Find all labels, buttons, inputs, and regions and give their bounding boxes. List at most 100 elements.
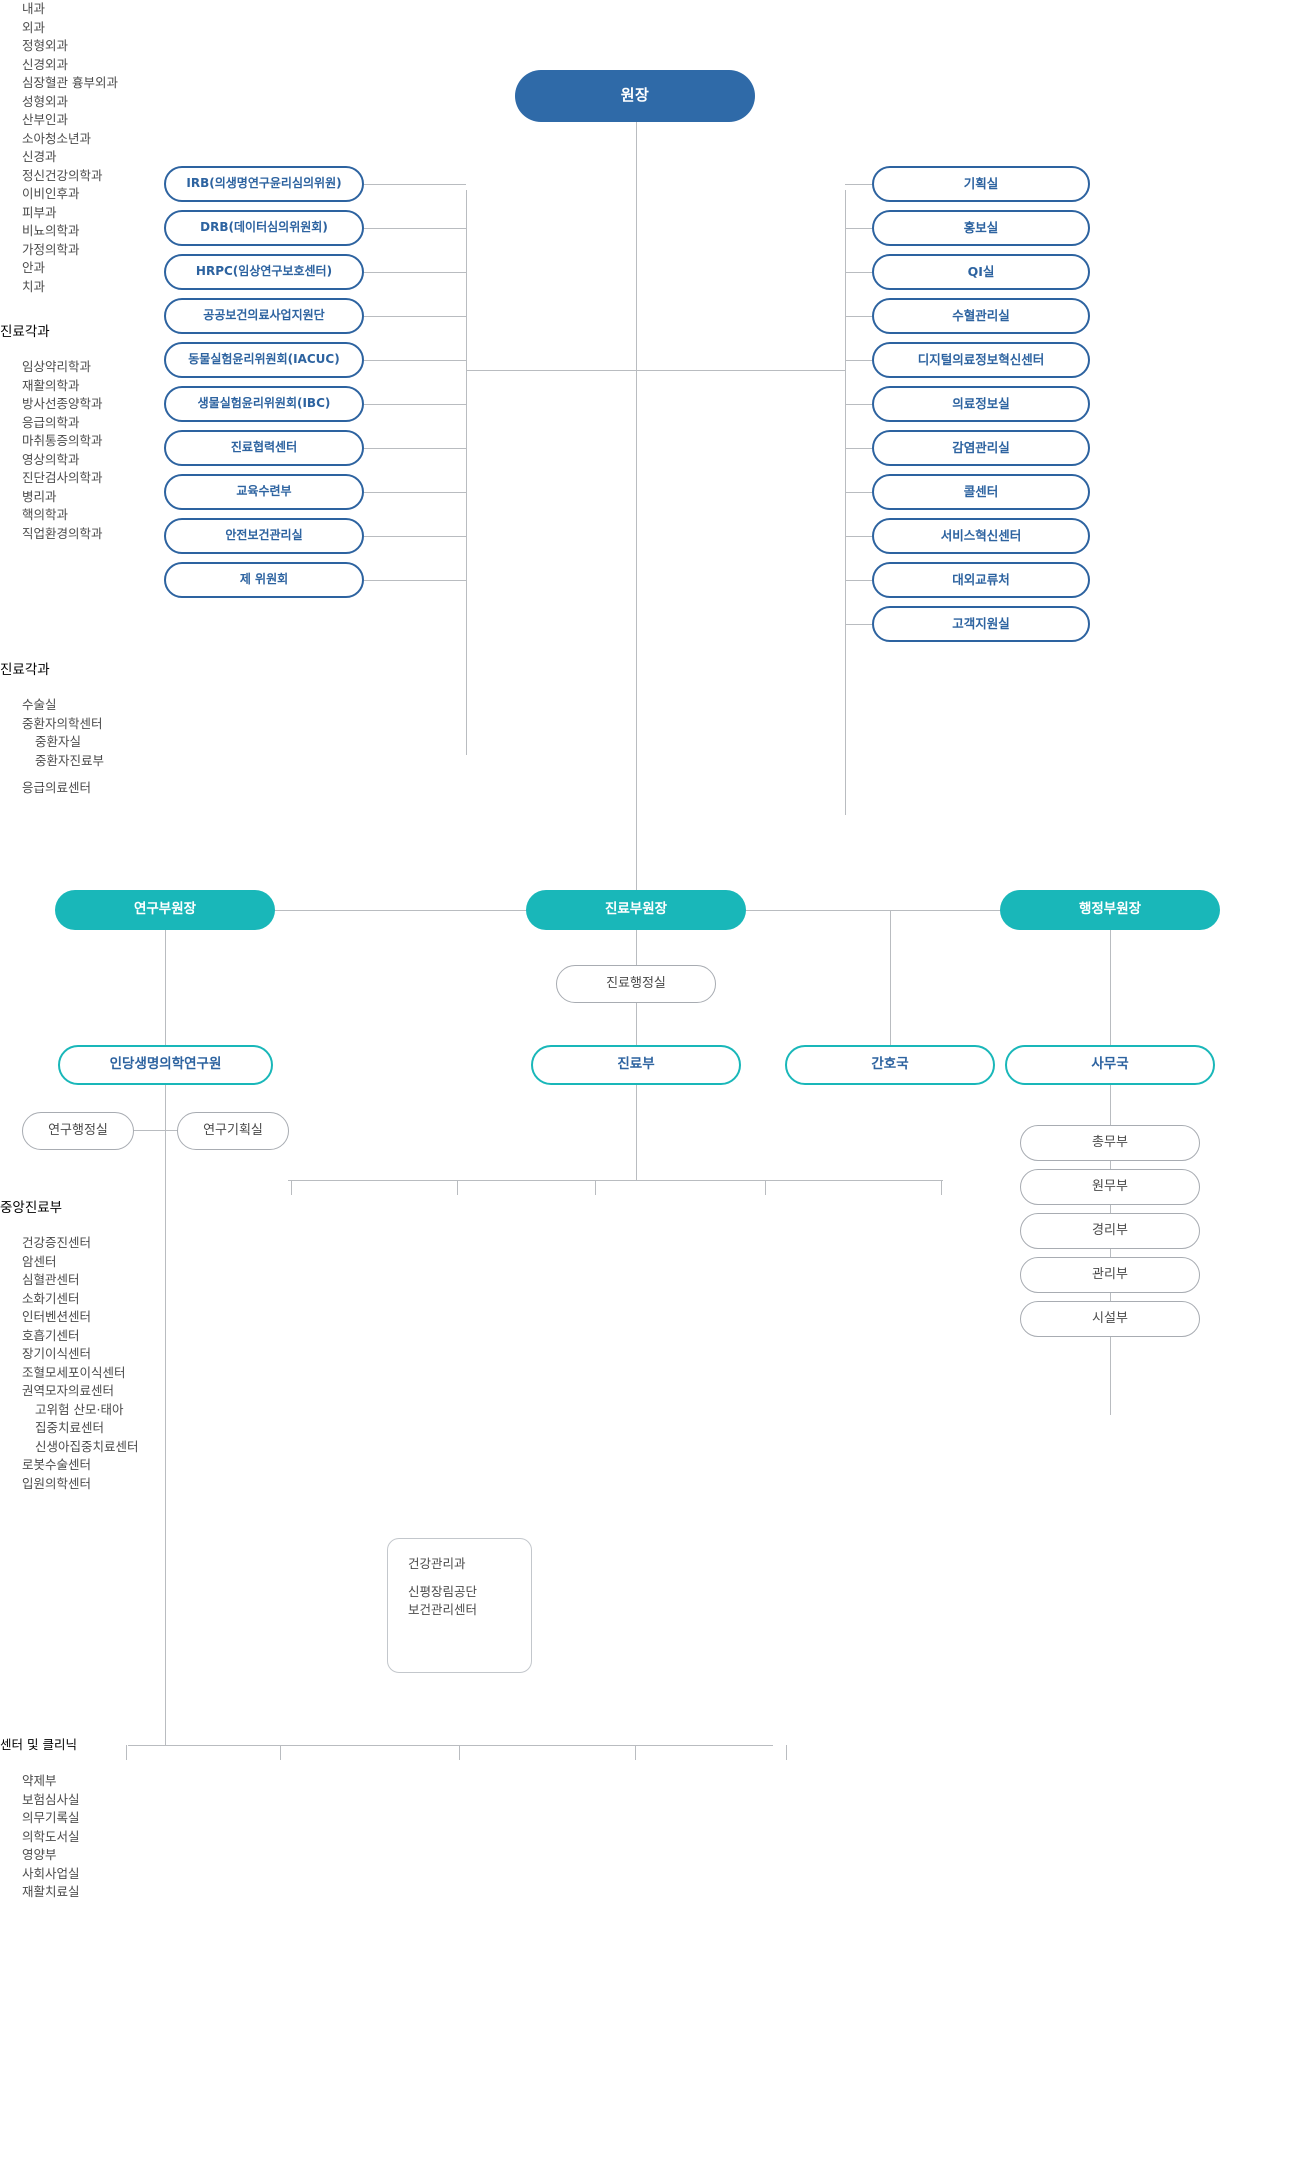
medical-panel-list-item[interactable]: 외과 [22, 19, 46, 35]
node-medical-admin-office[interactable]: 진료행정실 [556, 965, 716, 1003]
office-node-9[interactable]: 서비스혁신센터 [872, 518, 1090, 554]
node-research-vice-director[interactable]: 연구부원장 [55, 890, 275, 930]
medical-panel-list-item[interactable]: 건강증진센터 [22, 1235, 92, 1250]
health-panel-list-item[interactable]: 보건관리센터 [408, 1602, 478, 1617]
medical-panel-list-item[interactable]: 입원의학센터 [22, 1475, 92, 1491]
health-panel-list-item[interactable]: 신평장림공단 [408, 1583, 478, 1599]
medical-panel-list-item[interactable]: 사회사업실 [22, 1865, 80, 1881]
medical-panel-list-item[interactable]: 집중치료센터 [35, 1420, 105, 1435]
medical-panel-list-item[interactable]: 보험심사실 [22, 1791, 80, 1807]
medical-panel-list-item[interactable]: 신경과 [22, 149, 57, 164]
node-research-admin-office[interactable]: 연구행정실 [22, 1112, 134, 1150]
committee-node-10[interactable]: 제 위원회 [164, 562, 364, 598]
node-medical-department[interactable]: 진료부 [531, 1045, 741, 1085]
medical-panel-list-item[interactable]: 호흡기센터 [22, 1327, 80, 1343]
committee-node-6[interactable]: 생물실험윤리위원회(IBC) [164, 386, 364, 422]
medical-panel-list-item[interactable]: 소아청소년과 [22, 130, 92, 146]
medical-panel-list-item[interactable]: 직업환경의학과 [22, 525, 103, 541]
medical-panel-list-item[interactable]: 암센터 [22, 1253, 57, 1269]
connector-medical-admin-down [636, 1003, 637, 1045]
health-panel-list-item[interactable]: 건강관리과 [408, 1556, 466, 1571]
medical-panel-list-item[interactable]: 신생아집중치료센터 [35, 1438, 139, 1454]
medical-panel-list-item[interactable]: 가정의학과 [22, 241, 80, 257]
committee-node-7[interactable]: 진료협력센터 [164, 430, 364, 466]
medical-panel-list-item[interactable]: 로봇수술센터 [22, 1457, 92, 1472]
medical-panel-list-item[interactable]: 비뇨의학과 [22, 223, 80, 238]
research-institute-label: 인당생명의학연구원 [109, 1056, 222, 1073]
medical-panel-list-item[interactable]: 안과 [22, 260, 46, 275]
root-node-director[interactable]: 원장 [515, 70, 755, 122]
medical-panel-list-item[interactable]: 영양부 [22, 1847, 57, 1862]
node-admin-vice-director[interactable]: 행정부원장 [1000, 890, 1220, 930]
admin-bureau-item-4[interactable]: 관리부 [1020, 1257, 1200, 1293]
medical-panel-list-item[interactable]: 권역모자의료센터 [22, 1383, 115, 1398]
office-node-11[interactable]: 고객지원실 [872, 606, 1090, 642]
admin-bureau-item-label: 경리부 [1092, 1222, 1128, 1238]
office-node-6[interactable]: 의료정보실 [872, 386, 1090, 422]
committee-node-1[interactable]: IRB(의생명연구윤리심의위원) [164, 166, 364, 202]
medical-panel-list-item[interactable]: 인터벤션센터 [22, 1309, 92, 1324]
medical-panel-list-item[interactable]: 성형외과 [22, 93, 69, 109]
medical-panel-list-item[interactable]: 중환자진료부 [35, 752, 105, 768]
medical-panel-list-item[interactable]: 치과 [22, 278, 46, 294]
medical-panel-list-item[interactable]: 정신건강의학과 [22, 167, 103, 183]
medical-panel-list-item[interactable]: 응급의료센터 [22, 780, 92, 795]
committee-node-3[interactable]: HRPC(임상연구보호센터) [164, 254, 364, 290]
medical-panel-list-item[interactable]: 수술실 [22, 697, 57, 712]
medical-panel-list-item[interactable]: 심혈관센터 [22, 1272, 80, 1287]
committee-node-4[interactable]: 공공보건의료사업지원단 [164, 298, 364, 334]
node-medical-vice-director[interactable]: 진료부원장 [526, 890, 746, 930]
committee-node-9[interactable]: 안전보건관리실 [164, 518, 364, 554]
medical-panel-list-item[interactable]: 조혈모세포이식센터 [22, 1364, 126, 1380]
office-node-10[interactable]: 대외교류처 [872, 562, 1090, 598]
medical-panel-list-item[interactable]: 피부과 [22, 204, 57, 220]
medical-panel-list-item[interactable]: 중환자실 [35, 734, 82, 749]
medical-panel-list-item[interactable]: 고위험 산모·태아 [35, 1401, 124, 1417]
admin-bureau-item-5[interactable]: 시설부 [1020, 1301, 1200, 1337]
office-node-7[interactable]: 감염관리실 [872, 430, 1090, 466]
office-node-label: 홍보실 [963, 219, 999, 235]
medical-panel-list-item[interactable]: 산부인과 [22, 112, 69, 127]
medical-panel-list-item[interactable]: 심장혈관 흉부외과 [22, 75, 118, 90]
admin-bureau-item-1[interactable]: 총무부 [1020, 1125, 1200, 1161]
medical-panel-list-item[interactable]: 약제부 [22, 1773, 57, 1788]
medical-panel-list-item[interactable]: 재활의학과 [22, 377, 80, 393]
medical-panel-list-item[interactable]: 마취통증의학과 [22, 433, 103, 448]
committee-node-2[interactable]: DRB(데이터심의위원회) [164, 210, 364, 246]
medical-panel-list-item[interactable]: 장기이식센터 [22, 1346, 92, 1361]
medical-panel-header-4[interactable]: 센터 및 클리닉 [0, 1734, 148, 1772]
medical-panel-list-item[interactable]: 응급의학과 [22, 414, 80, 430]
admin-bureau-item-2[interactable]: 원무부 [1020, 1169, 1200, 1205]
medical-panel-header-3[interactable]: 중앙진료부 [0, 1196, 128, 1234]
medical-panel-list-item[interactable]: 의무기록실 [22, 1810, 80, 1825]
medical-panel-list-item[interactable]: 이비인후과 [22, 186, 80, 201]
medical-panel-list-item[interactable]: 핵의학과 [22, 507, 69, 522]
office-node-5[interactable]: 디지털의료정보혁신센터 [872, 342, 1090, 378]
office-node-8[interactable]: 콜센터 [872, 474, 1090, 510]
medical-panel-list-item[interactable]: 소화기센터 [22, 1290, 80, 1306]
medical-panel-header-2[interactable]: 진료각과 [0, 658, 140, 696]
admin-bureau-item-3[interactable]: 경리부 [1020, 1213, 1200, 1249]
medical-panel-list-item[interactable]: 중환자의학센터 [22, 715, 103, 731]
medical-panel-header-1[interactable]: 진료각과 [0, 320, 140, 358]
node-admin-bureau[interactable]: 사무국 [1005, 1045, 1215, 1085]
medical-panel-list-item[interactable]: 영상의학과 [22, 451, 80, 467]
office-node-3[interactable]: QI실 [872, 254, 1090, 290]
medical-panel-list-item[interactable]: 방사선종양학과 [22, 396, 103, 411]
medical-panel-list-item[interactable]: 내과 [22, 1, 46, 16]
committee-node-8[interactable]: 교육수련부 [164, 474, 364, 510]
medical-panel-list-item[interactable]: 임상약리학과 [22, 359, 92, 374]
office-node-2[interactable]: 홍보실 [872, 210, 1090, 246]
medical-panel-list-item[interactable]: 재활치료실 [22, 1884, 80, 1899]
medical-panel-list-item[interactable]: 정형외과 [22, 38, 69, 53]
office-node-1[interactable]: 기획실 [872, 166, 1090, 202]
office-node-4[interactable]: 수혈관리실 [872, 298, 1090, 334]
committee-node-5[interactable]: 동물실험윤리위원회(IACUC) [164, 342, 364, 378]
medical-panel-list-item[interactable]: 병리과 [22, 488, 57, 504]
medical-panel-list-item[interactable]: 진단검사의학과 [22, 470, 103, 485]
node-nursing-bureau[interactable]: 간호국 [785, 1045, 995, 1085]
node-research-planning-office[interactable]: 연구기획실 [177, 1112, 289, 1150]
node-research-institute[interactable]: 인당생명의학연구원 [58, 1045, 273, 1085]
medical-panel-list-item[interactable]: 신경외과 [22, 56, 69, 72]
medical-panel-list-item[interactable]: 의학도서실 [22, 1828, 80, 1844]
